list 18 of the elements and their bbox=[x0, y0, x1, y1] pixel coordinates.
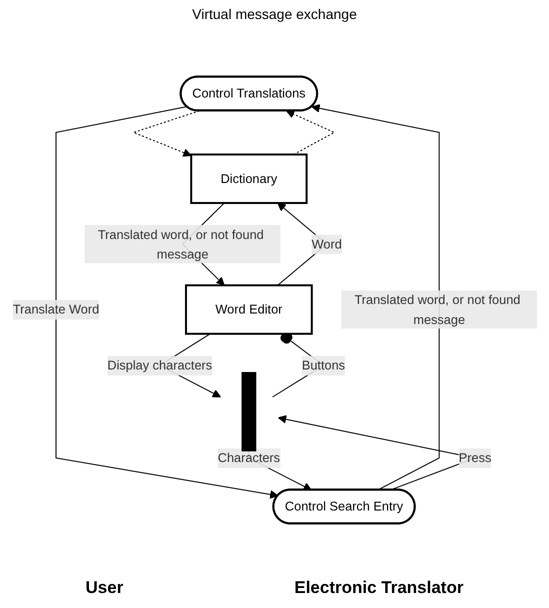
edge-label: Translated word, or not found message bbox=[97, 227, 264, 261]
node-box: Word Editor bbox=[184, 284, 312, 335]
note-text: Virtual message exchange bbox=[192, 6, 357, 22]
edge-label: Display characters bbox=[106, 358, 212, 373]
edge-label: Translate Word bbox=[12, 302, 99, 317]
arrow bbox=[286, 110, 335, 155]
side-label: User bbox=[86, 578, 124, 598]
edge-label: Press bbox=[458, 450, 491, 466]
side-label: Electronic Translator bbox=[294, 578, 464, 598]
arrow bbox=[310, 104, 440, 491]
edge-label: Word bbox=[311, 236, 342, 252]
node-bar bbox=[241, 372, 256, 452]
edge-label: Translated word, or not found message bbox=[354, 292, 520, 326]
arrow bbox=[55, 106, 278, 499]
arrow bbox=[132, 110, 200, 157]
edge-label: Buttons bbox=[301, 358, 345, 373]
edge-label: Characters bbox=[217, 450, 280, 466]
node-box: Dictionary bbox=[190, 154, 308, 204]
